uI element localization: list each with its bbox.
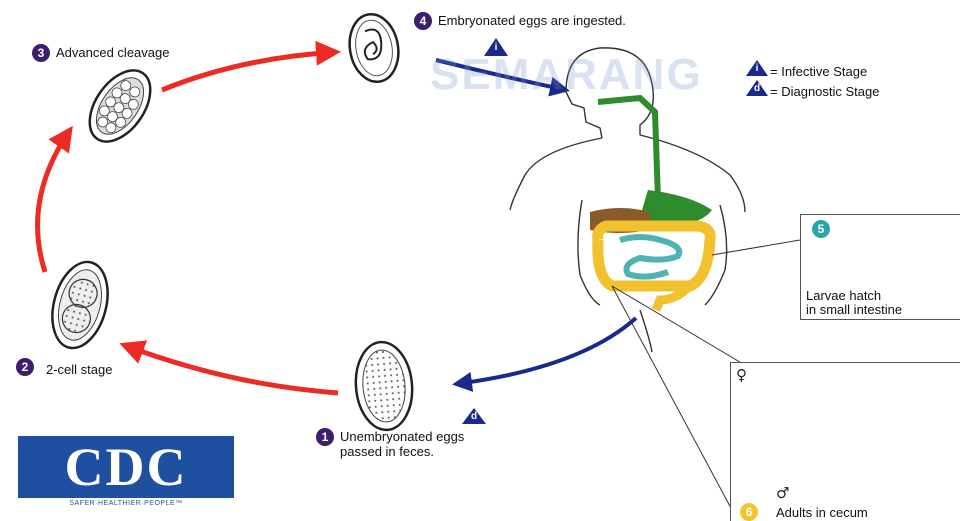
stage-2-badge: 2 [16, 358, 34, 376]
stage-3-badge: 3 [32, 44, 50, 62]
male-symbol: ♂ [776, 484, 789, 502]
stage-5-label-line1: Larvae hatch [806, 288, 881, 303]
leader-line-cecum-2 [612, 286, 732, 510]
infective-marker-letter: i [484, 42, 508, 53]
cdc-logo-tagline: SAFER·HEALTHIER·PEOPLE™ [18, 500, 234, 507]
stage-1-label-line1: Unembryonated eggs [340, 429, 464, 444]
arrow-2-to-3 [38, 130, 70, 272]
female-symbol: ♀ [736, 366, 747, 384]
cdc-logo: CDC SAFER·HEALTHIER·PEOPLE™ [18, 436, 234, 512]
arrow-1-to-2 [124, 345, 338, 393]
legend-diagnostic-text: = Diagnostic Stage [770, 84, 879, 99]
stage-4-label: Embryonated eggs are ingested. [438, 13, 626, 28]
watermark: SEMARANG [430, 50, 703, 100]
cdc-logo-letters: CDC [18, 436, 234, 498]
diagnostic-marker-letter: d [462, 411, 486, 422]
adults-box [730, 362, 960, 521]
legend-infective-text: = Infective Stage [770, 64, 867, 79]
stage-5-badge: 5 [812, 220, 830, 238]
stage-1-badge: 1 [316, 428, 334, 446]
egg-advanced-cleavage [77, 59, 162, 152]
stage-4-badge: 4 [414, 12, 432, 30]
stage-3-label: Advanced cleavage [56, 45, 169, 60]
digestive-tract [590, 98, 712, 310]
arrow-3-to-4 [162, 52, 336, 90]
legend-infective-letter: i [745, 63, 769, 74]
stage-2-label: 2-cell stage [46, 362, 112, 377]
egg-embryonated [344, 10, 403, 85]
legend-diagnostic-letter: d [745, 83, 769, 94]
leader-line-small-intestine [712, 240, 800, 255]
egg-unembryonated [352, 340, 415, 433]
egg-2-cell [43, 256, 116, 354]
stage-6-label: Adults in cecum [776, 505, 868, 520]
leader-line-cecum [612, 286, 760, 374]
stage-6-badge: 6 [740, 503, 758, 521]
stage-5-label-line2: in small intestine [806, 302, 902, 317]
stage-1-label-line2: passed in feces. [340, 444, 434, 459]
arrow-excretion [456, 318, 636, 384]
